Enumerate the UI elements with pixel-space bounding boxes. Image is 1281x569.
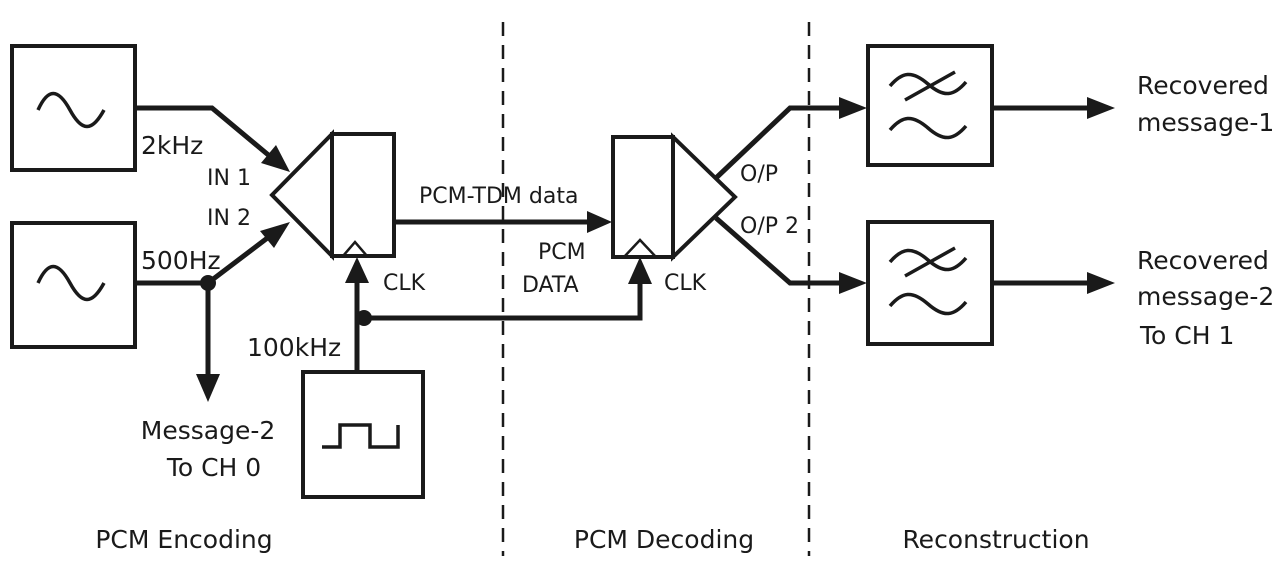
label-op2: O/P 2 (740, 214, 799, 239)
label-message2-line2: To CH 0 (166, 453, 261, 482)
low-pass-filter-icon (888, 70, 968, 140)
section-title-decoding: PCM Decoding (574, 525, 754, 554)
arrow-clock-encoder (345, 257, 369, 283)
arrow-in2 (260, 222, 290, 248)
low-pass-filter-1 (866, 44, 994, 167)
label-recovered-2-line3: To CH 1 (1139, 321, 1234, 350)
label-op1: O/P (740, 162, 778, 187)
label-message2-line1: Message-2 (141, 416, 276, 445)
wire-in1 (135, 105, 274, 160)
arrow-out2 (839, 272, 867, 294)
low-pass-filter-icon (888, 246, 968, 316)
sine-wave-icon (36, 264, 106, 302)
square-wave-icon (322, 423, 400, 449)
arrow-final-2 (1087, 272, 1115, 294)
pcm-decoder-block (611, 132, 738, 262)
clock-generator (301, 370, 425, 499)
label-clk-decoder: CLK (664, 271, 707, 296)
section-title-reconstruction: Reconstruction (902, 525, 1089, 554)
arrow-pcm-tdm (587, 211, 612, 233)
label-recovered-1-line1: Recovered (1137, 71, 1269, 100)
sine-generator-2 (10, 221, 137, 349)
arrow-in1 (261, 145, 290, 172)
label-pcm: PCM (538, 240, 586, 265)
label-clock-freq: 100kHz (247, 333, 341, 362)
wire-clock-decoder (357, 282, 643, 321)
arrow-tap (196, 374, 220, 402)
sine-wave-icon (36, 91, 106, 129)
label-in2: IN 2 (207, 206, 251, 231)
label-freq-2khz: 2kHz (141, 131, 203, 160)
label-clk-encoder: CLK (383, 271, 426, 296)
sine-generator-1 (10, 44, 137, 172)
label-recovered-1-line2: message-1 (1137, 108, 1274, 137)
low-pass-filter-2 (866, 220, 994, 346)
label-pcm-tdm-data: PCM-TDM data (419, 184, 578, 209)
arrow-clock-decoder (628, 257, 652, 284)
pcm-encoder-block (269, 129, 396, 261)
label-recovered-2-line2: message-2 (1137, 282, 1274, 311)
label-recovered-2-line1: Recovered (1137, 246, 1269, 275)
label-in1: IN 1 (207, 166, 251, 191)
label-data: DATA (522, 273, 579, 298)
arrow-final-1 (1087, 97, 1115, 119)
wire-out1 (714, 105, 840, 180)
label-freq-500hz: 500Hz (141, 246, 221, 275)
section-title-encoding: PCM Encoding (95, 525, 272, 554)
arrow-out1 (839, 97, 867, 119)
wire-out2 (714, 216, 840, 286)
